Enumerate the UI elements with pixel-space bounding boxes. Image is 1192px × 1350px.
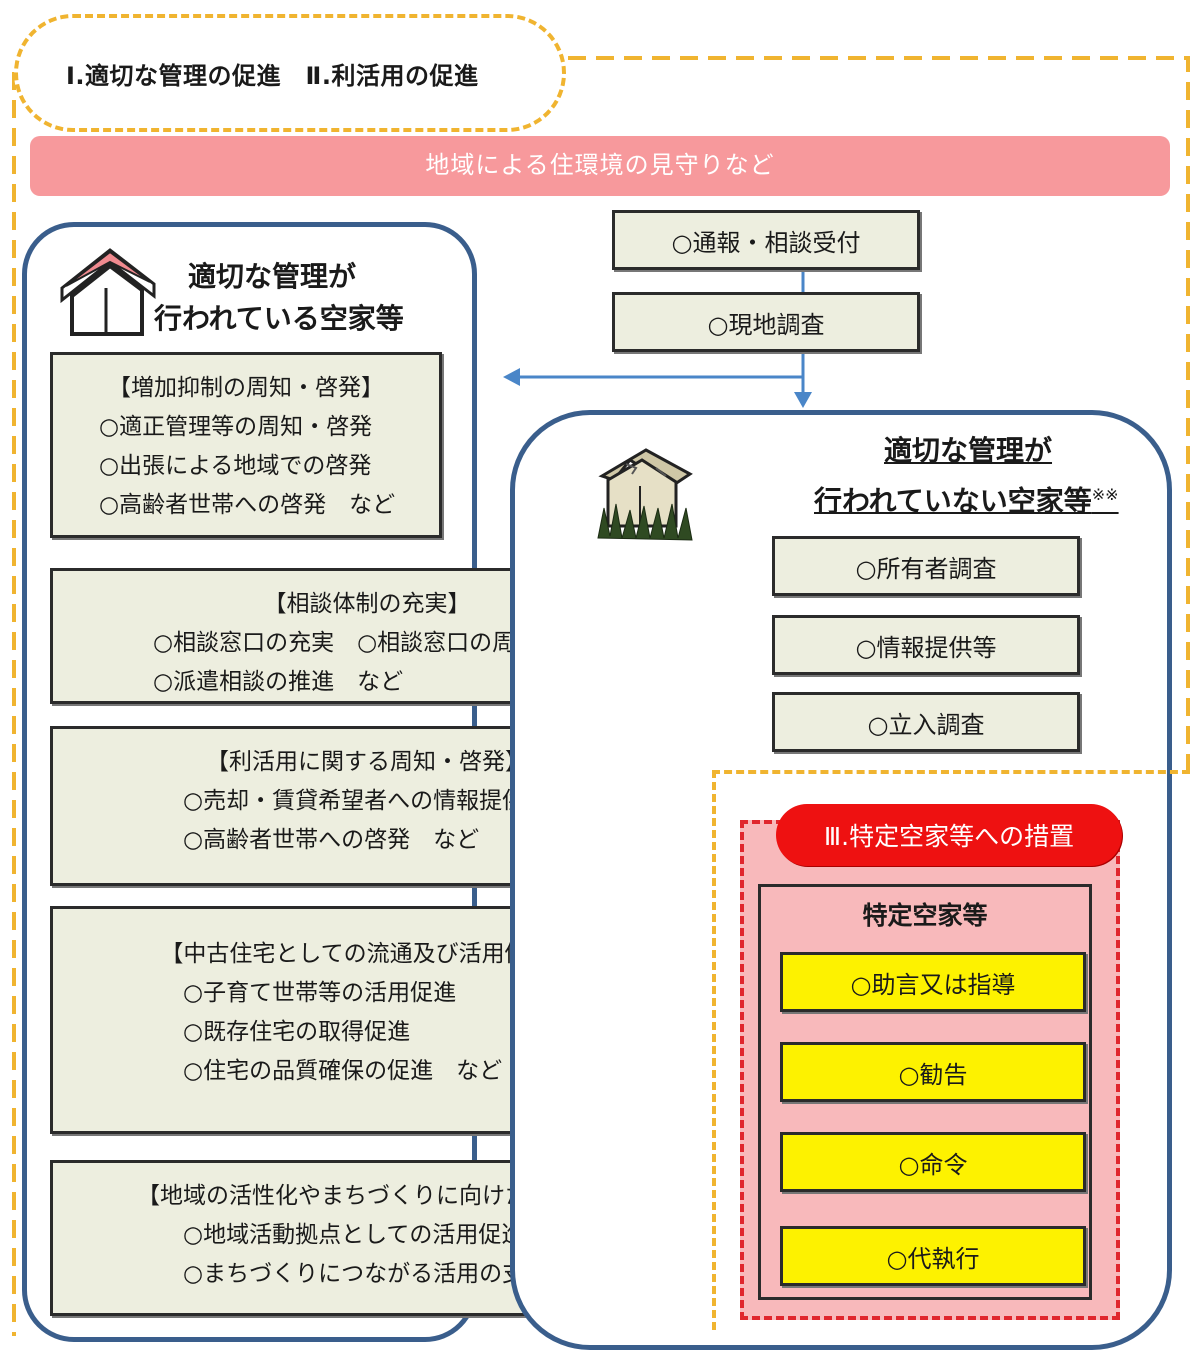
measures-title-pill: Ⅲ.特定空家等への措置 <box>776 804 1122 866</box>
left-heading-line1: 適切な管理が <box>188 260 357 293</box>
title-oval <box>14 14 566 132</box>
box-title: 【相談体制の充実】 <box>263 591 471 617</box>
right-heading-line1: 適切な管理が <box>884 434 1053 467</box>
step-information-provision: ○情報提供等 <box>772 615 1080 675</box>
box-title: 【利活用に関する周知・啓発】 <box>206 749 528 775</box>
right-heading-text: 行われていない空家等 <box>814 484 1092 518</box>
measure-recommendation: ○勧告 <box>780 1042 1086 1102</box>
step-report-consult: ○通報・相談受付 <box>612 210 920 270</box>
clean-house-icon <box>60 248 156 336</box>
outer-dashed-frame <box>12 56 1190 1336</box>
box-line: ○子育て世帯等の活用促進 <box>183 980 457 1006</box>
banner-community-watch: 地域による住環境の見守りなど <box>30 136 1170 196</box>
box-line: ○高齢者世帯への啓発 など <box>99 492 396 518</box>
box-increase-prevention: 【増加抑制の周知・啓発】 ○適正管理等の周知・啓発 ○出張による地域での啓発 ○… <box>50 352 442 538</box>
measures-label: 特定空家等 <box>862 901 988 930</box>
box-line: ○地域活動拠点としての活用促進 <box>183 1222 525 1248</box>
measure-order: ○命令 <box>780 1132 1086 1192</box>
box-line: ○売却・賃貸希望者への情報提供 <box>183 788 526 814</box>
arrow-down-head <box>794 392 812 408</box>
left-heading-line2: 行われている空家等 <box>154 302 404 335</box>
box-title: 【中古住宅としての流通及び活用促進】 <box>160 941 574 967</box>
box-title: 【増加抑制の周知・啓発】 <box>108 375 384 401</box>
box-line: ○出張による地域での啓発 <box>99 453 372 479</box>
box-line: ○相談窓口の充実 ○相談窓口の周知 <box>153 630 539 656</box>
title-text: Ⅰ.適切な管理の促進 Ⅱ.利活用の促進 <box>66 62 479 90</box>
measure-advice-guidance: ○助言又は指導 <box>780 952 1086 1012</box>
step-owner-survey: ○所有者調査 <box>772 536 1080 596</box>
box-line: ○派遣相談の推進 など <box>153 669 404 695</box>
measures-dashed-region <box>712 770 1190 1330</box>
note-mark: ※※ <box>1091 485 1119 504</box>
arrow-left-head <box>503 368 520 386</box>
box-line: ○既存住宅の取得促進 <box>183 1019 411 1045</box>
box-line: ○高齢者世帯への啓発 など <box>183 827 480 853</box>
box-line: ○住宅の品質確保の促進 など <box>183 1058 503 1084</box>
step-on-site-inspection: ○立入調査 <box>772 692 1080 752</box>
step-field-survey: ○現地調査 <box>612 292 920 352</box>
measure-administrative-execution: ○代執行 <box>780 1226 1086 1286</box>
abandoned-house-icon <box>597 448 693 541</box>
right-heading-line2: 行われていない空家等※※ <box>814 474 1119 522</box>
box-line: ○適正管理等の周知・啓発 <box>99 414 373 440</box>
